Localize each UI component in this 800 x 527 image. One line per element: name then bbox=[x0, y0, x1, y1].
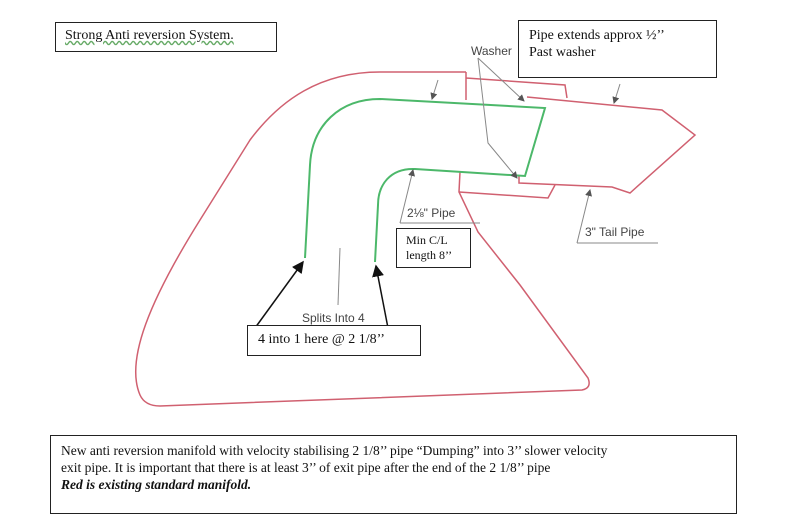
existing-washer-flange-bottom bbox=[458, 184, 556, 199]
note-box: New anti reversion manifold with velocit… bbox=[50, 435, 737, 514]
existing-manifold-outline bbox=[134, 71, 590, 407]
note-line-3: Red is existing standard manifold. bbox=[61, 477, 252, 492]
min-cl-text: Min C/L bbox=[406, 233, 448, 247]
note-line-1: New anti reversion manifold with velocit… bbox=[61, 443, 608, 458]
title: Strong Anti reversion System. bbox=[65, 28, 234, 43]
four-into-one-text: 4 into 1 here @ 2 1/8’’ bbox=[258, 332, 385, 347]
existing-tail-pipe bbox=[518, 96, 697, 194]
leader-lines bbox=[337, 57, 658, 306]
four-into-one-box: 4 into 1 here @ 2 1/8’’ bbox=[247, 325, 421, 356]
new-pipe-outline bbox=[304, 97, 547, 263]
note-line-2: exit pipe. It is important that there is… bbox=[61, 460, 551, 475]
splits-label: Splits Into 4 bbox=[302, 311, 365, 325]
pipe-extends-text: Pipe extends approx ½’’ bbox=[529, 28, 665, 43]
title-box: Strong Anti reversion System. bbox=[55, 22, 277, 52]
existing-washer-flange-top bbox=[465, 72, 568, 100]
merge-arrows bbox=[254, 260, 389, 329]
washer-label: Washer bbox=[471, 44, 512, 58]
length-text: length 8’’ bbox=[406, 248, 453, 262]
min-cl-box: Min C/L length 8’’ bbox=[396, 228, 471, 268]
tail-pipe-label: 3" Tail Pipe bbox=[585, 225, 645, 239]
pipe-size-label: 2⅛" Pipe bbox=[407, 206, 456, 220]
pipe-extends-box: Pipe extends approx ½’’ Past washer bbox=[518, 20, 717, 78]
past-washer-text: Past washer bbox=[529, 45, 596, 60]
